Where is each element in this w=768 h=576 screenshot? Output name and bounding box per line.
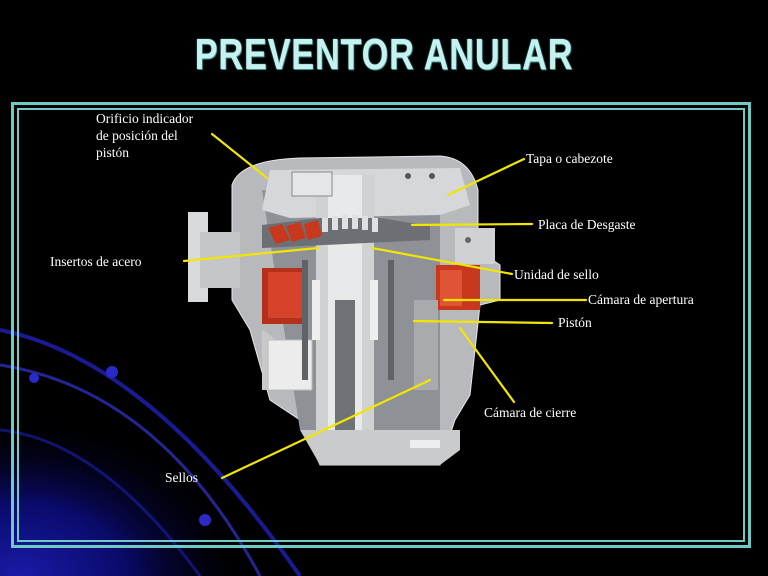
label-unidad: Unidad de sello bbox=[514, 267, 599, 282]
label-apertura: Cámara de apertura bbox=[588, 292, 694, 307]
frame-inner-border bbox=[17, 108, 745, 542]
slide-title: PREVENTOR ANULAR bbox=[194, 30, 574, 79]
label-orificio-line2: de posición del bbox=[96, 128, 178, 143]
label-tapa: Tapa o cabezote bbox=[526, 151, 613, 166]
frame-outer-border bbox=[11, 102, 751, 548]
label-orificio-line1: Orificio indicador bbox=[96, 111, 194, 126]
label-piston: Pistón bbox=[558, 315, 592, 330]
label-orificio-line3: pistón bbox=[96, 145, 130, 160]
label-cierre: Cámara de cierre bbox=[484, 405, 577, 420]
label-sellos: Sellos bbox=[165, 470, 199, 485]
label-placa: Placa de Desgaste bbox=[538, 217, 636, 232]
label-insertos: Insertos de acero bbox=[50, 254, 142, 269]
